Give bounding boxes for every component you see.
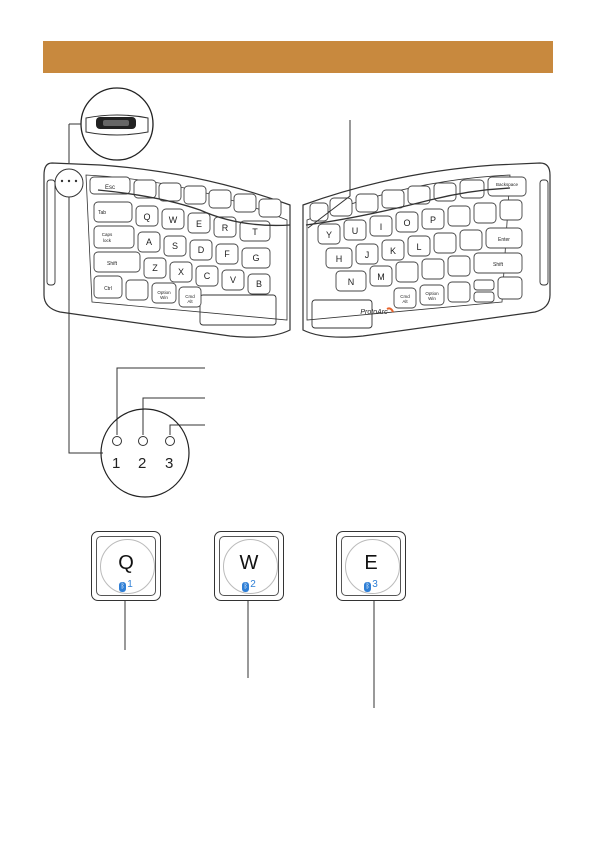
key-label-r: R [222,223,229,233]
indicator-detail-circle [101,409,189,497]
key-label-z: Z [152,263,158,273]
channel-number: 3 [372,579,378,590]
key-label-g: G [252,253,259,263]
key-label-lock: lock [103,238,112,243]
callout-line-2 [143,398,205,435]
svg-text:Win: Win [160,295,168,300]
key-label-q: Q [143,212,150,222]
key-label-t: T [252,227,258,237]
indicator-zoom-circle [69,88,153,163]
key-label-b: B [256,279,262,289]
brand-logo-mark [387,308,393,312]
indicator-led-3 [166,437,175,446]
key-label-m: M [377,272,385,282]
svg-text:Win: Win [428,296,436,301]
key-label-shift-right: Shift [493,262,504,268]
key-label-enter: Enter [498,237,510,243]
bluetooth-icon: ᛒ [242,582,249,592]
key-label-i: I [380,222,383,232]
key-label-w: W [169,215,178,225]
indicator-led-1 [113,437,122,446]
left-key-block [90,177,281,307]
svg-text:Alt: Alt [402,299,408,304]
indicator-led-2 [139,437,148,446]
key-label-esc: Esc [105,185,115,191]
key-label-p: P [430,215,436,225]
key-letter: Q [92,552,160,575]
key-label-u: U [352,226,359,236]
key-label-e: E [196,219,202,229]
bluetooth-icon: ᛒ [119,582,126,592]
key-label-a: A [146,237,152,247]
indicator-label-2: 2 [138,455,146,472]
key-label-shift-left: Shift [107,261,118,267]
key-label-caps: Caps [102,232,113,237]
key-label-c: C [204,271,211,281]
keyboard-indicator-dots [55,169,83,197]
key-label-backspace: Backspace [496,182,519,187]
key-letter: W [215,552,283,575]
key-label-y: Y [326,230,332,240]
key-label-s: S [172,241,178,251]
key-label-v: V [230,275,236,285]
channel-number: 1 [127,579,133,590]
key-label-h: H [336,254,343,264]
key-label-n: N [348,277,355,287]
key-label-k: K [390,246,396,256]
bluetooth-icon: ᛒ [364,582,371,592]
brand-logo-text: ProtoArc [360,309,388,316]
callout-line-3 [170,425,205,435]
key-label-l: L [416,242,421,252]
key-label-j: J [365,250,370,260]
key-label-f: F [224,249,230,259]
key-label-d: D [198,245,205,255]
key-label-x: X [178,267,184,277]
channel-number: 2 [250,579,256,590]
indicator-label-1: 1 [112,455,120,472]
key-callout-lines [125,597,374,708]
svg-text:Alt: Alt [187,299,193,304]
key-label-tab: Tab [98,210,106,216]
key-label-ctrl: Ctrl [104,286,112,292]
key-letter: E [337,552,405,575]
indicator-label-3: 3 [165,455,173,472]
key-label-o: O [403,218,410,228]
